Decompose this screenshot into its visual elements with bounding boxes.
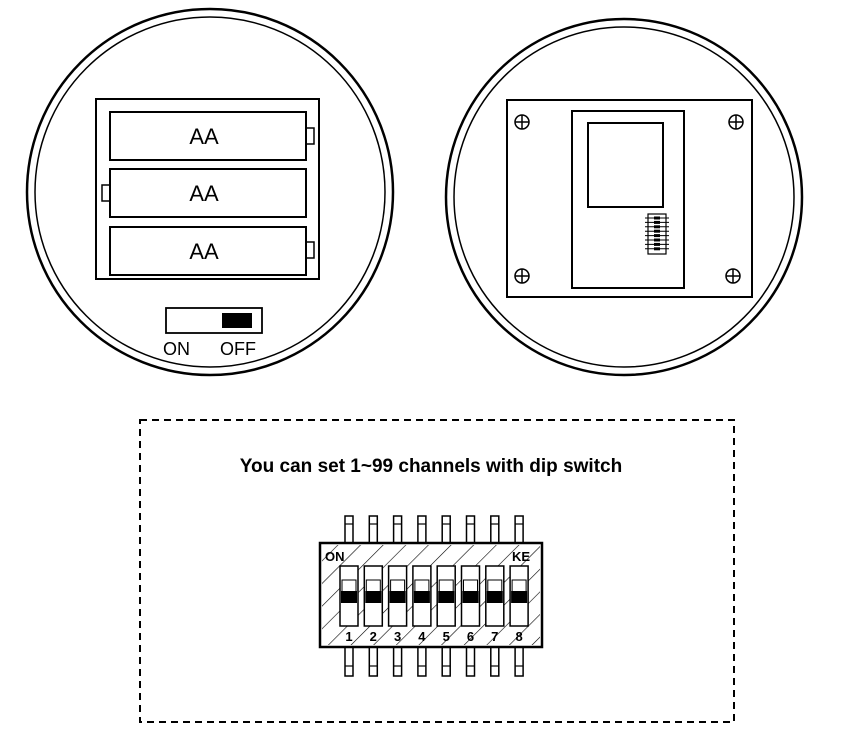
dip-pin bbox=[514, 515, 524, 545]
dip-pin bbox=[490, 515, 500, 545]
dip-pin bbox=[368, 515, 379, 545]
dip-position-numbers: 1 2 3 4 5 6 7 8 bbox=[345, 629, 522, 644]
dip-pin bbox=[392, 515, 403, 545]
mini-dip-row bbox=[645, 234, 669, 238]
dip-pins-bottom bbox=[344, 645, 524, 677]
dashed-frame bbox=[139, 419, 735, 723]
dip-position-number: 2 bbox=[370, 629, 377, 644]
battery-label: AA bbox=[189, 124, 219, 149]
dip-toggle bbox=[387, 565, 408, 627]
dip-switch-on-label: ON bbox=[325, 549, 345, 564]
dip-pin bbox=[344, 645, 354, 677]
dip-position-number: 4 bbox=[418, 629, 426, 644]
battery-cell: AA bbox=[109, 111, 315, 161]
mini-dip-row bbox=[645, 229, 669, 233]
dip-pin bbox=[344, 515, 354, 545]
battery-terminal bbox=[101, 184, 111, 202]
dip-position-number: 3 bbox=[394, 629, 401, 644]
dip-pin bbox=[465, 515, 476, 545]
mini-dip-switch bbox=[645, 213, 669, 255]
screw-icon bbox=[514, 114, 530, 130]
dip-switch-detail-panel: You can set 1~99 channels with dip switc… bbox=[139, 419, 735, 723]
mini-dip-row bbox=[645, 216, 669, 220]
dip-pin bbox=[417, 645, 427, 677]
screw-icon bbox=[728, 114, 744, 130]
dip-toggles bbox=[339, 565, 529, 627]
power-switch: ON OFF bbox=[163, 307, 263, 359]
battery-compartment-view: AA AA AA ON OFF bbox=[25, 7, 395, 377]
power-switch-off-label: OFF bbox=[220, 339, 256, 359]
screw-icon bbox=[725, 268, 741, 284]
board-housing-inner-ring bbox=[453, 26, 795, 368]
dip-pin bbox=[441, 645, 451, 677]
housing-inner-ring bbox=[34, 16, 386, 368]
dip-position-number: 7 bbox=[491, 629, 498, 644]
dip-pin bbox=[514, 645, 524, 677]
module-plate bbox=[571, 110, 685, 289]
battery-cell: AA bbox=[109, 226, 315, 276]
battery-terminal bbox=[305, 241, 315, 259]
battery-label: AA bbox=[189, 239, 219, 264]
dip-pin bbox=[441, 515, 451, 545]
mini-dip-row bbox=[645, 238, 669, 242]
dip-pins-top bbox=[344, 515, 524, 545]
dip-switch: ON KE 1 2 3 4 5 6 7 8 bbox=[318, 515, 544, 677]
housing-outer-ring bbox=[25, 7, 395, 377]
mini-dip-row bbox=[645, 225, 669, 229]
dip-toggle bbox=[509, 565, 529, 627]
mini-dip-row bbox=[645, 220, 669, 224]
battery-cell: AA bbox=[101, 168, 307, 218]
screw-icon bbox=[514, 268, 530, 284]
circuit-board-view bbox=[444, 17, 804, 377]
mini-dip-row bbox=[645, 242, 669, 246]
battery-label: AA bbox=[189, 181, 219, 206]
display-window bbox=[587, 122, 664, 208]
power-switch-on-label: ON bbox=[163, 339, 190, 359]
dip-switch-brand-label: KE bbox=[512, 549, 530, 564]
dip-toggle bbox=[460, 565, 481, 627]
pcb-board bbox=[506, 99, 753, 298]
battery-holder bbox=[95, 98, 320, 280]
dip-pin bbox=[417, 515, 427, 545]
board-housing-outer-ring bbox=[444, 17, 804, 377]
dip-pin bbox=[465, 645, 476, 677]
battery-terminal bbox=[305, 127, 315, 145]
dip-position-number: 8 bbox=[515, 629, 522, 644]
power-switch-slider bbox=[222, 313, 252, 328]
dip-switch-caption: You can set 1~99 channels with dip switc… bbox=[240, 456, 622, 477]
mini-dip-row bbox=[645, 247, 669, 251]
dip-pin bbox=[368, 645, 379, 677]
dip-toggle bbox=[339, 565, 359, 627]
dip-pin bbox=[490, 645, 500, 677]
dip-position-number: 6 bbox=[467, 629, 474, 644]
dip-pin bbox=[392, 645, 403, 677]
dip-position-number: 1 bbox=[345, 629, 352, 644]
dip-toggle bbox=[412, 565, 432, 627]
dip-toggle bbox=[363, 565, 384, 627]
dip-toggle bbox=[436, 565, 456, 627]
dip-position-number: 5 bbox=[443, 629, 450, 644]
dip-toggle bbox=[485, 565, 505, 627]
